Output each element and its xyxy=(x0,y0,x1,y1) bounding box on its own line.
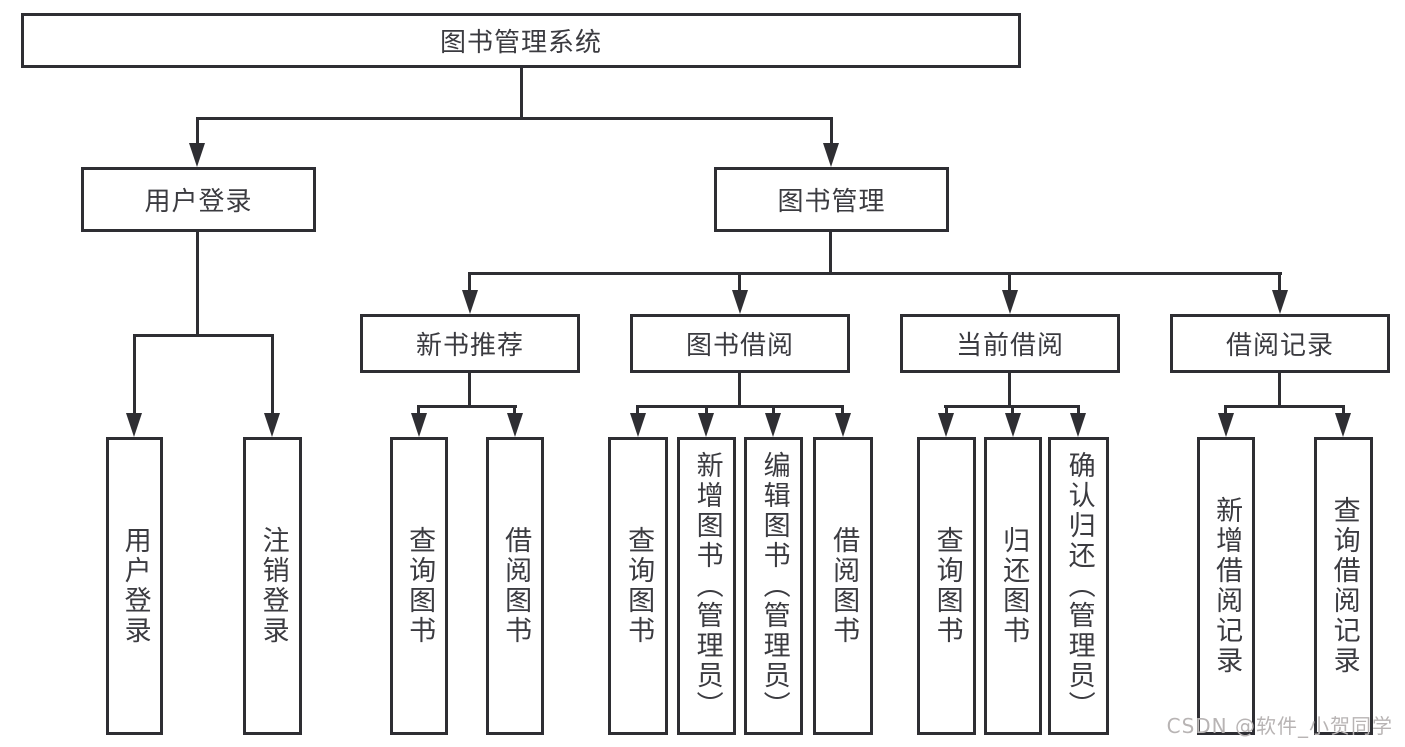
connector-line xyxy=(1011,405,1014,417)
connector-line xyxy=(1224,405,1345,408)
node-current-borrow: 当前借阅 xyxy=(900,314,1120,373)
csdn-watermark: CSDN @软件_小贺同学 xyxy=(1166,714,1393,738)
connector-line xyxy=(1008,272,1011,294)
leaf-label: 归还图书 xyxy=(998,526,1030,646)
connector-line xyxy=(1342,405,1345,417)
leaf-label: 编辑图书（管理员） xyxy=(758,451,790,721)
arrow-down-icon xyxy=(1070,413,1086,437)
connector-line xyxy=(830,117,833,145)
node-user-login: 用户登录 xyxy=(81,167,316,232)
leaf-label: 查询借阅记录 xyxy=(1328,496,1360,676)
connector-line xyxy=(468,373,471,408)
connector-line xyxy=(196,117,199,145)
arrow-down-icon xyxy=(835,413,851,437)
arrow-down-icon xyxy=(1218,413,1234,437)
connector-line xyxy=(705,405,708,417)
leaf-add-borrow-record: 新增借阅记录 xyxy=(1197,437,1255,735)
arrow-down-icon xyxy=(1002,290,1018,314)
connector-line xyxy=(945,405,948,417)
arrow-down-icon xyxy=(938,413,954,437)
node-new-book-recommend: 新书推荐 xyxy=(360,314,580,373)
leaf-user-login: 用户登录 xyxy=(106,437,163,735)
leaf-label: 注销登录 xyxy=(257,526,289,646)
connector-line xyxy=(520,68,523,119)
node-library-system: 图书管理系统 xyxy=(21,13,1021,68)
connector-line xyxy=(738,272,741,294)
arrow-down-icon xyxy=(507,413,523,437)
connector-line xyxy=(468,272,1282,275)
arrow-down-icon xyxy=(264,413,280,437)
connector-line xyxy=(1278,373,1281,408)
connector-line xyxy=(468,272,471,294)
connector-line xyxy=(196,232,199,336)
leaf-label: 新增图书（管理员） xyxy=(691,451,723,721)
connector-line xyxy=(513,405,516,417)
connector-line xyxy=(636,405,844,408)
arrow-down-icon xyxy=(189,143,205,167)
connector-line xyxy=(772,405,775,417)
leaf-add-books-admin: 新增图书（管理员） xyxy=(677,437,736,735)
arrow-down-icon xyxy=(126,413,142,437)
connector-line xyxy=(841,405,844,417)
connector-line xyxy=(829,232,832,275)
connector-line xyxy=(1077,405,1080,417)
leaf-label: 借阅图书 xyxy=(828,526,860,646)
arrow-down-icon xyxy=(732,290,748,314)
leaf-label: 查询图书 xyxy=(623,526,655,646)
connector-line xyxy=(196,117,833,120)
connector-line xyxy=(133,334,136,416)
node-borrow-records: 借阅记录 xyxy=(1170,314,1390,373)
leaf-borrow-books-recommend: 借阅图书 xyxy=(486,437,544,735)
leaf-label: 查询图书 xyxy=(404,526,436,646)
arrow-down-icon xyxy=(765,413,781,437)
leaf-label: 确认归还（管理员） xyxy=(1063,451,1095,721)
leaf-borrow-books: 借阅图书 xyxy=(813,437,873,735)
leaf-edit-books-admin: 编辑图书（管理员） xyxy=(744,437,803,735)
arrow-down-icon xyxy=(1005,413,1021,437)
connector-line xyxy=(636,405,639,417)
arrow-down-icon xyxy=(823,143,839,167)
leaf-label: 借阅图书 xyxy=(500,526,532,646)
leaf-confirm-return-admin: 确认归还（管理员） xyxy=(1048,437,1109,735)
leaf-label: 查询图书 xyxy=(931,526,963,646)
connector-line xyxy=(1278,272,1281,294)
arrow-down-icon xyxy=(411,413,427,437)
node-book-management: 图书管理 xyxy=(714,167,949,232)
leaf-logout: 注销登录 xyxy=(243,437,302,735)
connector-line xyxy=(1008,373,1011,408)
leaf-query-books-recommend: 查询图书 xyxy=(390,437,448,735)
connector-line xyxy=(133,334,274,337)
connector-line xyxy=(417,405,420,417)
leaf-label: 用户登录 xyxy=(119,526,151,646)
node-book-borrow: 图书借阅 xyxy=(630,314,850,373)
connector-line xyxy=(1224,405,1227,417)
leaf-query-borrow-record: 查询借阅记录 xyxy=(1314,437,1373,735)
leaf-return-books: 归还图书 xyxy=(984,437,1042,735)
arrow-down-icon xyxy=(1272,290,1288,314)
connector-line xyxy=(271,334,274,416)
arrow-down-icon xyxy=(630,413,646,437)
leaf-query-books-borrow: 查询图书 xyxy=(608,437,668,735)
connector-line xyxy=(738,373,741,408)
connector-line xyxy=(417,405,517,408)
arrow-down-icon xyxy=(462,290,478,314)
leaf-label: 新增借阅记录 xyxy=(1211,496,1243,676)
arrow-down-icon xyxy=(1335,413,1351,437)
arrow-down-icon xyxy=(698,413,714,437)
leaf-query-books-current: 查询图书 xyxy=(917,437,976,735)
